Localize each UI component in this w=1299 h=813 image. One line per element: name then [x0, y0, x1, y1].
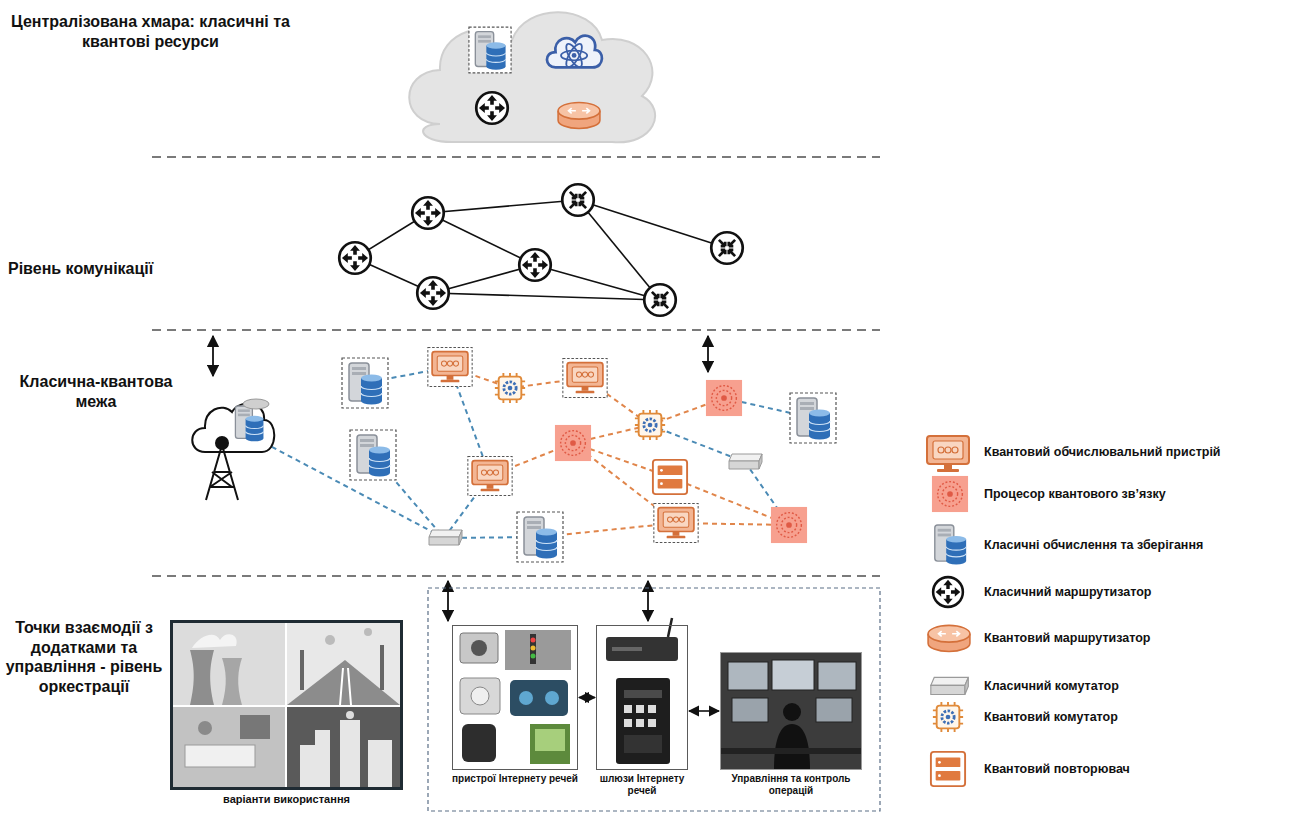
network-links [355, 200, 727, 300]
layer-label-box: Рівень комунікації [8, 259, 238, 279]
boundary-icons [342, 347, 836, 562]
panel-caption: Управління та контроль операцій [720, 773, 862, 797]
layer-arrow [647, 581, 649, 621]
legend-sample [933, 577, 963, 607]
legend-text: Квантовий обчислювальний пристрій [984, 443, 1290, 461]
storage-icon [350, 430, 396, 480]
layer-label-box: Точки взаємодії з додатками та управлінн… [4, 618, 164, 696]
router-icon [562, 184, 594, 216]
legend-sample [931, 752, 965, 786]
legend-row: Класичні обчислення та зберігання [984, 536, 1290, 554]
cloud-shape [409, 12, 655, 142]
legend-row: Квантовий повторювач [984, 760, 1290, 778]
legend-text: Класичні обчислення та зберігання [984, 536, 1290, 554]
image-panel: варіанти використання [170, 620, 403, 806]
layer-label-box: Класична-квантова межа [6, 372, 186, 411]
legend-sample [928, 625, 970, 651]
layer-arrow [212, 336, 214, 376]
panel-caption: пристрої Інтернету речей [452, 773, 578, 785]
legend-text: Квантовий повторювач [984, 760, 1290, 778]
panel-frame [596, 625, 688, 770]
storage-icon [342, 358, 388, 408]
classical-switch-icon [429, 530, 462, 545]
router-icon [417, 277, 449, 309]
storage-icon [235, 406, 263, 441]
quantum-repeater-icon [653, 460, 687, 494]
panel-frame [720, 652, 862, 770]
layer-arrow [707, 336, 709, 372]
quantum-switch-icon [635, 410, 665, 440]
panel-frame [170, 620, 403, 790]
legend-row: Класичний маршрутизатор [984, 583, 1290, 601]
control-room-photo [721, 653, 861, 769]
legend-text: Квантовий маршрутизатор [984, 629, 1290, 647]
legend-row: Процесор квантового зв’язку [984, 485, 1290, 503]
router-icon [644, 284, 676, 316]
legend-sample [935, 525, 966, 564]
cloud-illustration [409, 12, 655, 142]
bidirectional-arrow [579, 697, 595, 699]
image-panel: шлюзи Інтернету речей [596, 625, 688, 797]
legend-sample [932, 476, 968, 512]
router-icon [711, 232, 743, 264]
legend-row: Класичний комутатор [984, 677, 1290, 695]
quantum-links [450, 367, 789, 537]
legend-text: Класичний маршрутизатор [984, 583, 1290, 601]
storage-icon [790, 393, 836, 443]
layer-arrow [447, 581, 449, 621]
router-icon [476, 92, 508, 124]
storage-icon [517, 512, 563, 562]
layer-label-box: Централізована хмара: класичні та кванто… [8, 12, 293, 51]
network-routers [339, 184, 743, 316]
legend-row: Квантовий маршрутизатор [984, 629, 1290, 647]
use-case-photos [173, 623, 400, 787]
quantum-cloud-icon [547, 36, 602, 70]
router-icon [339, 242, 371, 274]
router-icon [519, 249, 551, 281]
quantum-device-icon [563, 358, 607, 397]
layer-label: Класична-квантова межа [6, 372, 186, 411]
quantum-switch-icon [495, 373, 525, 403]
panel-caption: шлюзи Інтернету речей [596, 773, 688, 797]
divider-line [152, 329, 880, 331]
quantum-device-icon [428, 347, 472, 386]
legend-text: Класичний комутатор [984, 677, 1290, 695]
layer-label: Точки взаємодії з додатками та управлінн… [4, 618, 164, 696]
divider-line [152, 156, 880, 158]
legend-row: Квантовий комутатор [984, 708, 1290, 726]
iot-group-outline [428, 588, 880, 811]
cell-tower-illustration [192, 399, 274, 500]
quantum-processor-icon [706, 380, 742, 416]
legend-row: Квантовий обчислювальний пристрій [984, 443, 1290, 461]
quantum-device-icon [654, 503, 698, 542]
legend-sample [927, 436, 969, 472]
classical-switch-icon [729, 454, 762, 469]
bidirectional-arrow [689, 710, 719, 712]
quantum-processor-icon [555, 425, 591, 461]
image-panel: пристрої Інтернету речей [452, 625, 578, 785]
legend-text: Квантовий комутатор [984, 708, 1290, 726]
layer-dividers [152, 157, 880, 576]
legend-sample [933, 702, 963, 732]
divider-line [152, 575, 880, 577]
legend-sample [931, 677, 969, 694]
iot-devices-photos [460, 630, 571, 764]
panel-caption: варіанти використання [170, 793, 403, 806]
layer-label: Рівень комунікації [8, 259, 238, 279]
layer-label: Централізована хмара: класичні та кванто… [8, 12, 293, 51]
image-panel: Управління та контроль операцій [720, 652, 862, 797]
quantum-router-icon [558, 102, 600, 128]
legend-text: Процесор квантового зв’язку [984, 485, 1290, 503]
router-icon [412, 197, 444, 229]
layer-arrows [213, 336, 708, 621]
quantum-device-icon [468, 456, 512, 495]
iot-gateway-photos [606, 618, 678, 764]
legend-samples [927, 436, 970, 786]
storage-icon [469, 27, 511, 73]
quantum-processor-icon [771, 507, 807, 543]
panel-frame [452, 625, 578, 770]
